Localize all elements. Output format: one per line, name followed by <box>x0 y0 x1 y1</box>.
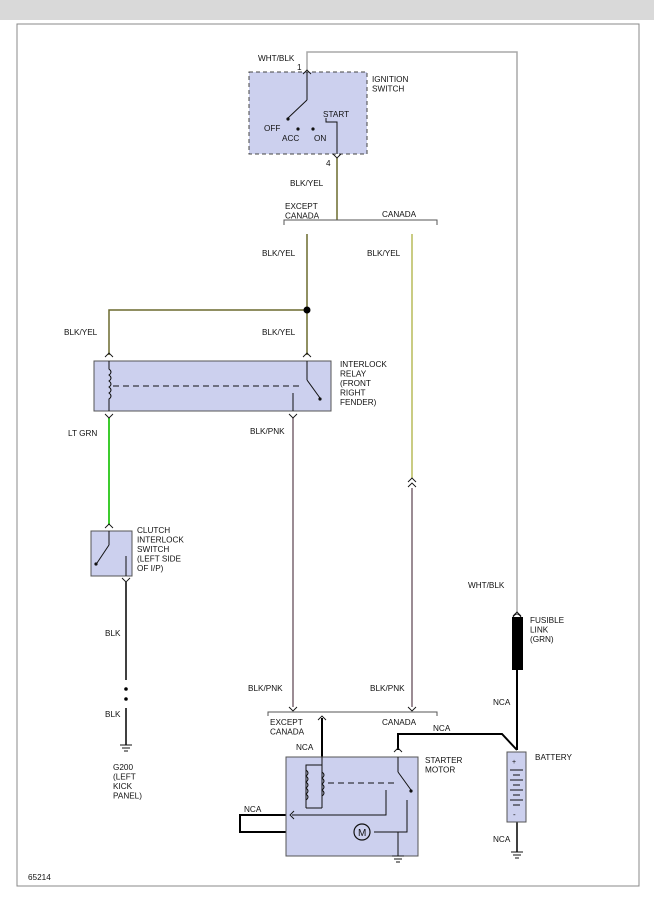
label-blk-upper: BLK <box>105 629 121 638</box>
svg-text:+: + <box>512 759 516 766</box>
label-blk-yel-except: BLK/YEL <box>262 249 296 258</box>
interlock-relay <box>93 360 332 412</box>
label-blk-yel-canada: BLK/YEL <box>367 249 401 258</box>
ground-symbol-starter <box>392 855 404 863</box>
wire-blk-yel-relay-left <box>108 309 307 355</box>
motor-symbol-circle <box>353 823 371 841</box>
splice-dot <box>303 306 311 314</box>
ignition-position-off: OFF <box>264 124 280 133</box>
clutch-interlock-switch <box>90 530 133 577</box>
svg-text:-: - <box>513 810 516 819</box>
ignition-pin-1: 1 <box>297 63 302 72</box>
battery: + - <box>506 751 527 823</box>
label-blk-lower: BLK <box>105 710 121 719</box>
label-battery: BATTERY <box>535 753 573 762</box>
ground-symbol-g200 <box>120 744 132 752</box>
label-lt-grn: LT GRN <box>68 429 97 438</box>
label-blk-pnk-bottom-right: BLK/PNK <box>370 684 405 693</box>
fusible-link-connector <box>512 613 522 618</box>
label-blk-pnk-bottom-left: BLK/PNK <box>248 684 283 693</box>
ground-symbol-battery <box>511 851 523 859</box>
ignition-position-on: ON <box>314 134 326 143</box>
label-wht-blk-right: WHT/BLK <box>468 581 505 590</box>
top-toolbar-strip <box>0 0 654 20</box>
label-blk-pnk-relay: BLK/PNK <box>250 427 285 436</box>
label-nca-left: NCA <box>244 805 262 814</box>
label-nca-fuse: NCA <box>493 698 511 707</box>
motor-symbol-label: M <box>358 828 366 839</box>
label-blk-yel-relay-right: BLK/YEL <box>262 328 296 337</box>
label-split-top-canada: CANADA <box>382 210 417 219</box>
ignition-position-start: START <box>323 110 349 119</box>
label-nca-starter: NCA <box>296 743 314 752</box>
label-blk-yel-ign: BLK/YEL <box>290 179 324 188</box>
split-bar-bottom <box>267 711 438 716</box>
label-nca-battery-bottom: NCA <box>493 835 511 844</box>
clutch-blk-connector-dot <box>124 687 128 691</box>
ignition-position-acc: ACC <box>282 134 299 143</box>
wire-nca-top <box>397 733 518 751</box>
label-diagram-id: 65214 <box>28 873 51 882</box>
label-wht-blk-top: WHT/BLK <box>258 54 295 63</box>
starter-motor: M <box>285 756 419 857</box>
fusible-link <box>512 617 523 670</box>
clutch-blk-connector-dot-2 <box>124 697 128 701</box>
label-blk-yel-relay-left: BLK/YEL <box>64 328 98 337</box>
wire-wht-blk <box>306 51 518 612</box>
ignition-switch: 1 4 OFF ACC ON START <box>248 63 368 168</box>
label-split-bottom-canada: CANADA <box>382 718 417 727</box>
label-nca-top: NCA <box>433 724 451 733</box>
ignition-pin-4: 4 <box>326 159 331 168</box>
connector-chevrons <box>104 69 522 820</box>
split-bar-top <box>283 219 438 225</box>
diagram-frame <box>16 23 640 887</box>
